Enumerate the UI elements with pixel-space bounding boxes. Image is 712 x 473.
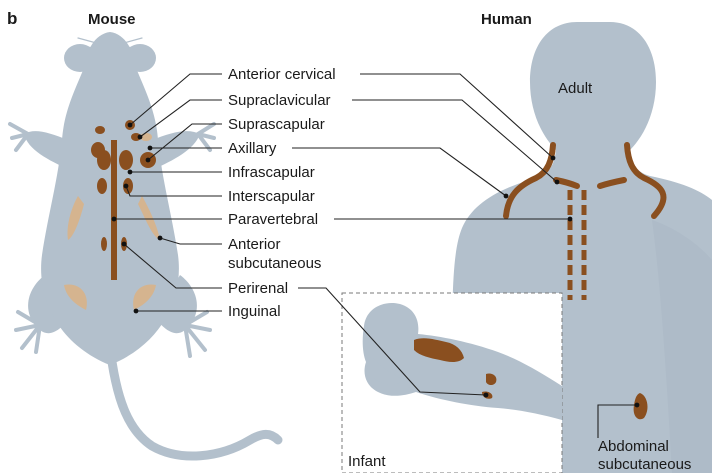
mouse-right-fore-paw: [198, 124, 214, 150]
dot-inguinal: [134, 309, 139, 314]
dot-supraclavicular: [138, 135, 143, 140]
dot-interscapular: [124, 184, 129, 189]
dot-perirenal-human: [484, 393, 489, 398]
dot-anterior-subcutaneous: [158, 236, 163, 241]
mouse-heading: Mouse: [88, 11, 136, 28]
dot-axillary: [148, 146, 153, 151]
label-supraclavicular: Supraclavicular: [228, 92, 331, 109]
label-perirenal: Perirenal: [228, 280, 288, 297]
label-axillary: Axillary: [228, 140, 277, 157]
dot-anterior-cervical: [128, 123, 133, 128]
infant-label: Infant: [348, 453, 386, 470]
label-paravertebral: Paravertebral: [228, 211, 318, 228]
leader-anterior-cervical-human: [360, 74, 553, 158]
dot-paravertebral-human: [568, 217, 573, 222]
mouse-brown-paravertebral: [111, 140, 117, 280]
dot-axillary-human: [504, 194, 509, 199]
mouse-left-fore-paw: [10, 124, 28, 150]
label-inguinal: Inguinal: [228, 303, 281, 320]
infant-inset: [342, 293, 562, 473]
dot-supraclavicular-human: [555, 180, 560, 185]
panel-letter: b: [7, 9, 17, 28]
label-suprascapular: Suprascapular: [228, 116, 325, 133]
mouse-brown-interscapular-right: [119, 150, 133, 170]
human-heading: Human: [481, 11, 532, 28]
adult-label: Adult: [558, 80, 593, 97]
dot-paravertebral: [112, 217, 117, 222]
mouse-brown-interscapular-left: [97, 150, 111, 170]
mouse-brown-supraclavicular-left: [95, 126, 105, 134]
dot-infrascapular: [128, 170, 133, 175]
leader-supraclavicular-human: [352, 100, 557, 182]
mouse-brown-infrascapular-left: [97, 178, 107, 194]
dot-abdominal-subcutaneous: [635, 403, 640, 408]
mouse-body: [41, 32, 179, 365]
label-abdominal-subcutaneous-line1: Abdominal: [598, 438, 669, 455]
label-interscapular: Interscapular: [228, 188, 315, 205]
mouse-brown-perirenal-left: [101, 237, 107, 251]
label-anterior-subcutaneous-line1: Anterior: [228, 236, 281, 253]
leader-axillary-human: [292, 148, 506, 196]
label-anterior-cervical: Anterior cervical: [228, 66, 336, 83]
dot-anterior-cervical-human: [551, 156, 556, 161]
label-infrascapular: Infrascapular: [228, 164, 315, 181]
dot-suprascapular: [146, 158, 151, 163]
label-anterior-subcutaneous-line2: subcutaneous: [228, 255, 321, 272]
label-abdominal-subcutaneous-line2: subcutaneous: [598, 456, 691, 473]
dot-perirenal: [122, 242, 127, 247]
mouse-tail: [112, 362, 278, 456]
